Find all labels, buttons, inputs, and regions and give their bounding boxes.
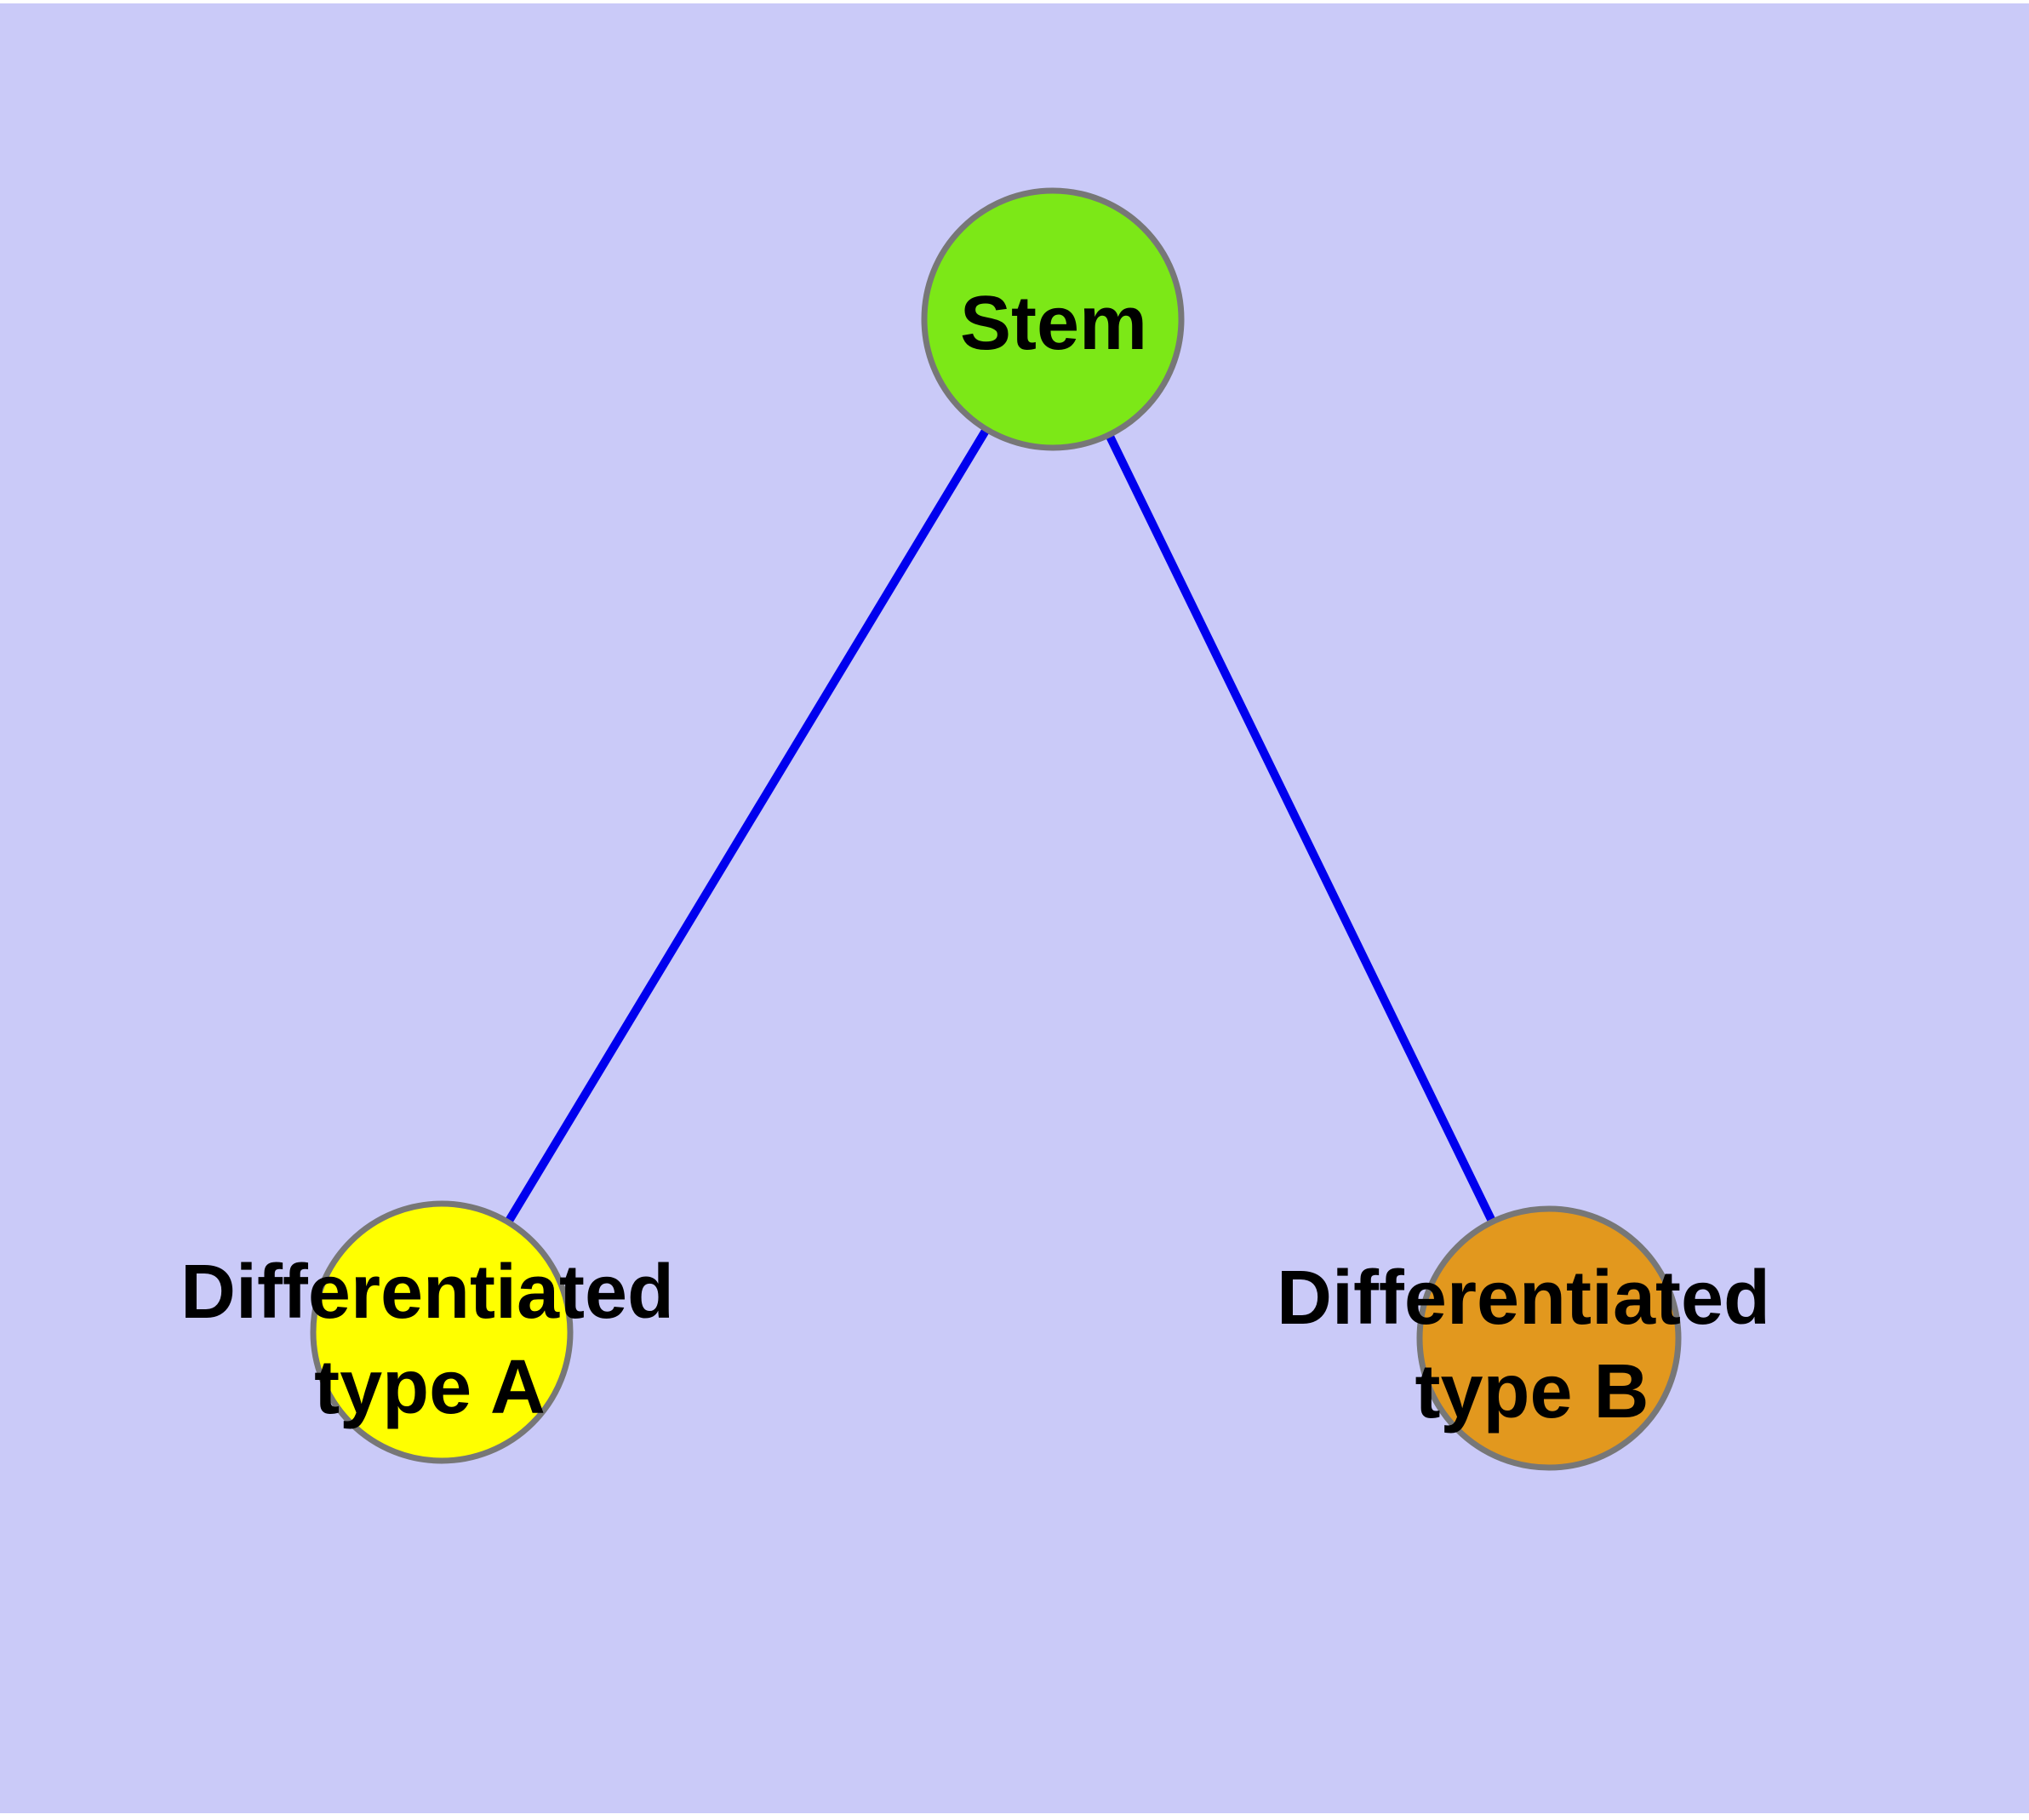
node-type-a-circle [310,1200,574,1464]
node-type-b-circle [1416,1205,1682,1471]
node-type-a-label-line1: Differentiated [180,1250,674,1335]
node-type-a-label-line2: type A [314,1345,546,1430]
edge-stem-to-type-a [437,317,1057,1335]
node-type-b-label-line1: Differentiated [1277,1256,1770,1341]
edge-stem-to-type-b [1049,317,1553,1341]
node-stem-label: Stem [960,281,1147,366]
node-type-b-label-line2: type B [1415,1349,1649,1434]
node-stem-circle [921,187,1185,451]
